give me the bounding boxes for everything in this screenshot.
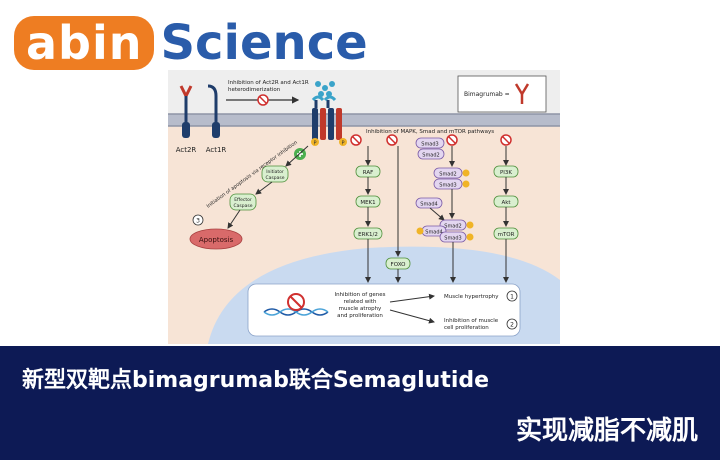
erk-label: ERK1/2 bbox=[358, 232, 378, 238]
raf-label: RAF bbox=[363, 170, 374, 176]
phosphate-left-icon: P bbox=[311, 138, 319, 147]
cell-membrane bbox=[168, 114, 560, 126]
gene-inhibition-line-3: muscle atrophy bbox=[339, 306, 382, 312]
no-smad-icon bbox=[446, 134, 458, 146]
act1r-label: Act1R bbox=[206, 146, 227, 154]
smad3-top-node bbox=[415, 137, 445, 149]
gene-inhibition-line-1: Inhibition of genes bbox=[334, 292, 385, 298]
smad2-mid-node bbox=[433, 167, 463, 179]
step-2-marker bbox=[506, 318, 518, 330]
bimagrumab-mechanism-diagram: Act2R Act1R Inhibition of Act2R and Act1… bbox=[168, 70, 560, 344]
phosphate-right-icon: P bbox=[339, 138, 347, 147]
svg-text:Smad2: Smad2 bbox=[439, 172, 456, 178]
svg-text:Initiator: Initiator bbox=[266, 169, 284, 175]
apoptosis-label: Apoptosis bbox=[199, 236, 234, 244]
inhibition-proliferation-line-1: Inhibition of muscle bbox=[444, 318, 499, 324]
headline-text: 新型双靶点bimagrumab联合Semaglutide bbox=[22, 368, 490, 393]
act2r-receptor bbox=[179, 85, 193, 138]
mek1-label: MEK1 bbox=[360, 200, 375, 206]
nucleus-outcome-panel bbox=[247, 283, 521, 337]
pathway-inhibition-text: Inhibition of MAPK, Smad and mTOR pathwa… bbox=[366, 129, 494, 135]
initiator-caspase-node bbox=[261, 165, 289, 183]
foxo-label: FOXO bbox=[391, 262, 407, 268]
svg-text:1: 1 bbox=[510, 294, 514, 301]
no-foxo-icon bbox=[386, 134, 398, 146]
smad3-mid-node bbox=[433, 178, 463, 190]
no-mapk-icon bbox=[350, 134, 362, 146]
antibody-icon bbox=[514, 83, 530, 104]
no-gene-expression-icon bbox=[287, 293, 305, 311]
svg-text:Caspase: Caspase bbox=[266, 175, 285, 181]
akt-label: Akt bbox=[501, 200, 511, 206]
svg-text:Smad2: Smad2 bbox=[422, 153, 439, 159]
subline-text: 实现减脂不减肌 bbox=[515, 416, 698, 446]
gene-inhibition-line-2: related with bbox=[344, 299, 377, 305]
smad2-complex-node bbox=[439, 219, 467, 231]
svg-text:P: P bbox=[341, 141, 344, 147]
pi3k-label: PI3K bbox=[500, 170, 512, 176]
step-3-marker bbox=[192, 214, 204, 226]
muscle-hypertrophy-label: Muscle hypertrophy bbox=[444, 294, 499, 300]
svg-text:Smad4: Smad4 bbox=[420, 202, 437, 208]
effector-caspase-node bbox=[229, 193, 257, 211]
abin-logo-text: abin bbox=[26, 16, 143, 70]
step-1-marker bbox=[506, 290, 518, 302]
no-heterodimer-icon bbox=[257, 94, 269, 106]
abin-science-logo: abin Science bbox=[14, 8, 368, 78]
smad2-top-node bbox=[417, 148, 445, 160]
smad4-node bbox=[415, 197, 443, 209]
no-pi3k-icon bbox=[500, 134, 512, 146]
bimagrumab-legend bbox=[457, 75, 547, 113]
svg-text:Effector: Effector bbox=[234, 197, 252, 203]
svg-text:P: P bbox=[313, 141, 316, 147]
svg-text:3: 3 bbox=[196, 218, 200, 225]
inhibition-proliferation-line-2: cell proliferation bbox=[444, 325, 489, 331]
svg-text:Smad2: Smad2 bbox=[444, 224, 461, 230]
abin-logo-box: abin bbox=[14, 16, 155, 70]
act1r-receptor bbox=[207, 84, 220, 138]
receptor-complex bbox=[311, 81, 342, 140]
bimagrumab-legend-label: Bimagrumab = bbox=[464, 91, 510, 98]
mtor-label: mTOR bbox=[498, 232, 515, 238]
svg-text:Smad3: Smad3 bbox=[421, 142, 438, 148]
gene-inhibition-line-4: and proliferation bbox=[337, 313, 383, 319]
heterodimerization-text-2: heterodimerization bbox=[228, 87, 281, 93]
title-banner bbox=[0, 346, 720, 460]
svg-text:Smad3: Smad3 bbox=[444, 236, 461, 242]
apoptosis-node bbox=[189, 228, 243, 250]
act2r-label: Act2R bbox=[176, 146, 197, 154]
svg-text:Caspase: Caspase bbox=[234, 203, 253, 209]
science-logo-text: Science bbox=[160, 15, 368, 71]
dna-strand-icon bbox=[263, 308, 329, 316]
svg-text:2: 2 bbox=[510, 322, 514, 329]
svg-text:Smad3: Smad3 bbox=[439, 183, 456, 189]
svg-text:Smad4: Smad4 bbox=[425, 230, 442, 236]
heterodimerization-text-1: Inhibition of Act2R and Act1R bbox=[228, 80, 309, 86]
